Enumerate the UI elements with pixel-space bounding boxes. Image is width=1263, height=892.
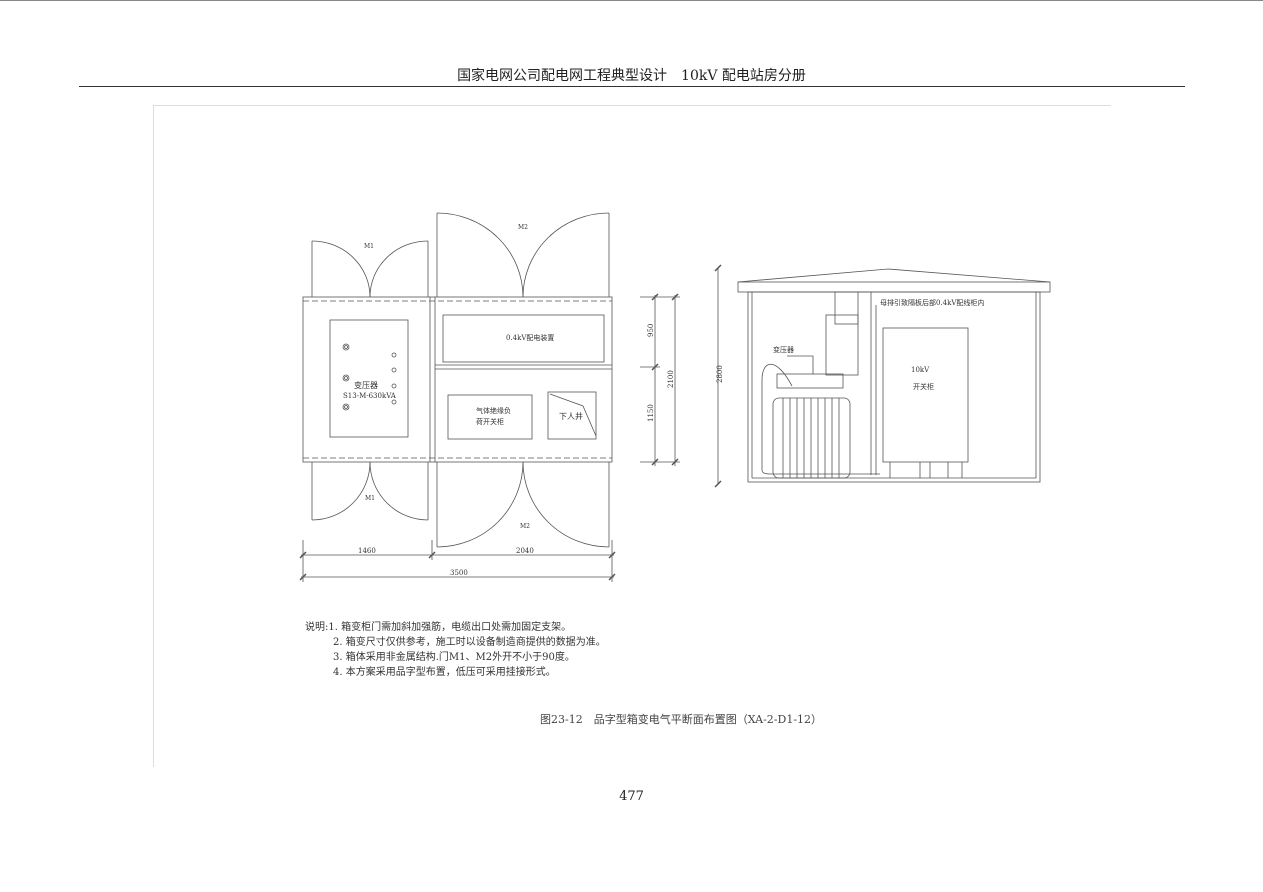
dim-2040: 2040	[516, 547, 534, 555]
dim-2800: 2800	[716, 365, 724, 383]
door-m1-top[interactable]	[311, 240, 429, 298]
bushing-icons	[342, 343, 397, 411]
dim-950: 950	[647, 324, 655, 337]
manhole-box	[547, 391, 597, 440]
door-m2-top[interactable]	[436, 212, 610, 298]
plan-transformer-model: S13-M-630kVA	[343, 392, 397, 400]
top-border	[0, 0, 1263, 1]
elevation-view: 2800 母排引致隔板后部0.4kV配线柜内 变压器 10kV 开关柜	[714, 264, 1051, 488]
switchgear-label-2: 开关柜	[913, 382, 934, 391]
transformer-outline	[329, 319, 409, 438]
manhole-label: 下人井	[559, 411, 583, 421]
lv-panel-label: 0.4kV配电装置	[506, 333, 554, 342]
elevation-transformer-label: 变压器	[773, 345, 794, 354]
note-item: 3. 箱体采用非金属结构.门M1、M2外开不小于90度。	[333, 652, 575, 663]
note-item: 1. 箱变柜门需加斜加强筋，电缆出口处需加固定支架。	[328, 622, 572, 633]
door-m1-bottom-label: M1	[365, 495, 375, 502]
header-rule	[79, 86, 1185, 87]
plan-dimensions	[299, 293, 680, 582]
notes-prefix: 说明:	[305, 622, 329, 633]
dim-1150: 1150	[647, 404, 655, 422]
door-m2-bottom[interactable]	[436, 461, 610, 548]
plan-transformer-label: 变压器	[354, 380, 378, 390]
lv-panel-box	[442, 314, 605, 363]
dim-3500: 3500	[450, 569, 468, 577]
door-m2-top-label: M2	[518, 224, 528, 231]
dim-1460: 1460	[358, 547, 376, 555]
enclosure	[747, 291, 1041, 483]
plan-outer-box	[302, 296, 613, 463]
gas-switch-box	[447, 394, 533, 440]
drawing-frame-top	[153, 105, 1111, 106]
dim-2100: 2100	[667, 370, 675, 388]
switchgear-10kv	[882, 327, 969, 463]
figure-caption: 图23-12 品字型箱变电气平断面布置图（XA-2-D1-12）	[540, 713, 823, 726]
drawing-frame-left	[153, 105, 154, 767]
door-m2-bottom-label: M2	[520, 523, 530, 530]
note-item: 4. 本方案采用品字型布置，低压可采用挂接形式。	[333, 667, 556, 678]
gas-switch-label-2: 荷开关柜	[476, 417, 504, 426]
door-m1-top-label: M1	[364, 243, 374, 250]
door-m1-bottom[interactable]	[311, 461, 429, 521]
roof	[737, 268, 1051, 283]
gas-switch-label-1: 气体绝缘负	[476, 406, 511, 415]
plan-view: 变压器 S13-M-630kVA 0.4kV配电装置 气体绝缘负 荷开关柜 下人…	[299, 212, 680, 582]
note-item: 2. 箱变尺寸仅供参考，施工时以设备制造商提供的数据为准。	[333, 637, 606, 648]
switchgear-label-1: 10kV	[911, 366, 930, 374]
page-header: 国家电网公司配电网工程典型设计 10kV 配电站房分册	[457, 68, 806, 84]
busbar-note: 母排引致隔板后部0.4kV配线柜内	[880, 298, 984, 307]
notes: 说明:1. 箱变柜门需加斜加强筋，电缆出口处需加固定支架。 2. 箱变尺寸仅供参…	[305, 620, 606, 680]
transformer-elevation	[761, 355, 880, 479]
page-number: 477	[619, 789, 644, 804]
